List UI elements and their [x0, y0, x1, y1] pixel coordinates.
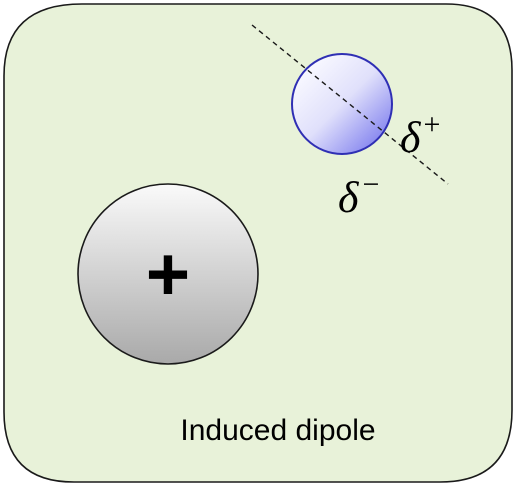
diagram-caption: Induced dipole: [180, 414, 375, 447]
minus-superscript: −: [362, 168, 379, 201]
partial-negative-label: δ−: [338, 168, 379, 222]
positive-ion: [77, 183, 259, 365]
panel-background: [3, 3, 513, 483]
dipole-axis-line: [251, 24, 449, 185]
partial-positive-label: δ+: [400, 108, 440, 162]
plus-superscript: +: [423, 108, 440, 141]
ion-charge-symbol: +: [146, 232, 190, 317]
polarized-molecule: [291, 53, 393, 155]
delta-symbol: δ: [400, 113, 422, 162]
delta-symbol: δ: [338, 173, 360, 222]
